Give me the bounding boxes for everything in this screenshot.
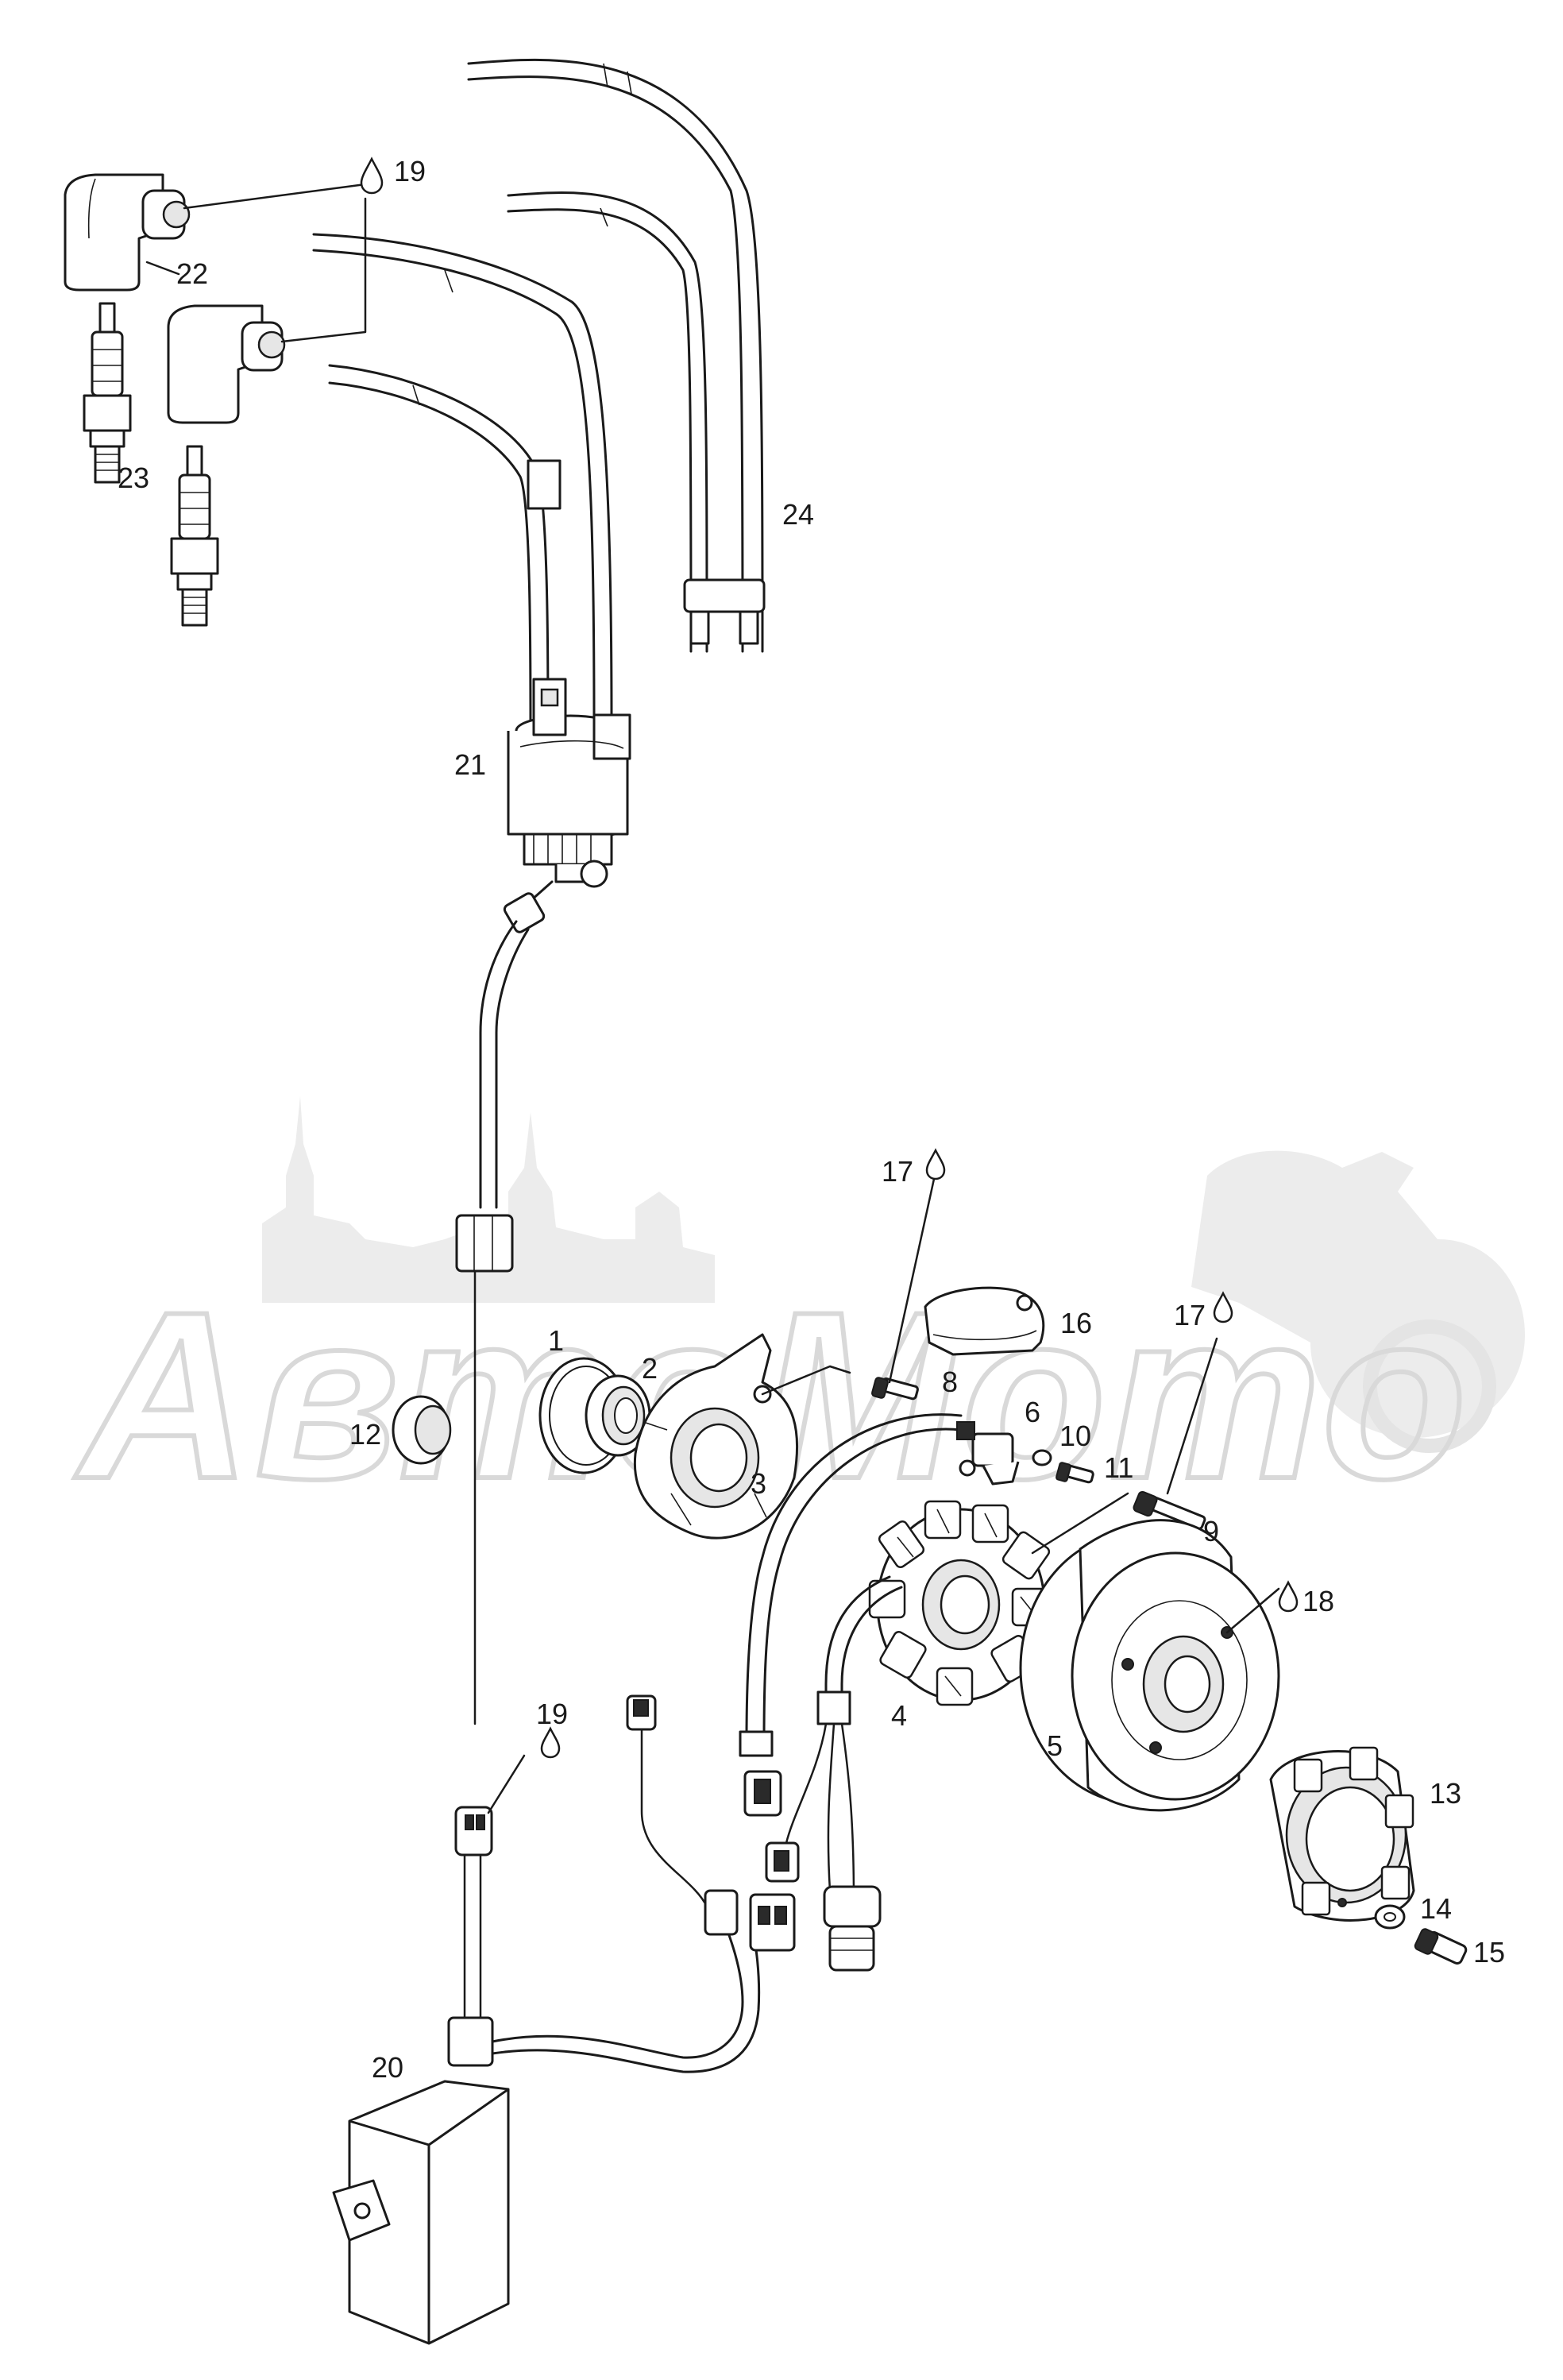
callout-12: 12 [349, 1418, 381, 1451]
washer-14 [1374, 1904, 1406, 1930]
spark-plug-cap-22b [167, 304, 286, 424]
watermark-motorcycle [1191, 1150, 1525, 1438]
callout-13: 13 [1430, 1777, 1461, 1810]
spark-plug-cap-22a [64, 173, 191, 292]
leader-17b [1166, 1337, 1218, 1495]
leader-19a-1 [183, 183, 367, 210]
ignition-coil-21 [503, 459, 631, 933]
drop-icon [925, 1148, 946, 1180]
callout-15: 15 [1473, 1936, 1505, 1969]
callout-2: 2 [642, 1352, 658, 1385]
ht-lead-24 [467, 58, 766, 653]
callout-16: 16 [1060, 1307, 1092, 1339]
callout-20: 20 [372, 2051, 403, 2084]
callout-24: 24 [782, 498, 814, 531]
spark-plug-23b [170, 445, 219, 627]
callout-4: 4 [891, 1699, 907, 1732]
screw-11 [1056, 1462, 1094, 1484]
grommet-12 [392, 1395, 452, 1465]
spark-plug-23a [83, 302, 132, 484]
callout-5: 5 [1047, 1729, 1063, 1762]
stator-harness [765, 1575, 903, 1972]
cover-16 [924, 1286, 1045, 1356]
drop-icon [360, 156, 384, 195]
callout-11: 11 [1104, 1451, 1133, 1484]
coil-wire [455, 920, 530, 1725]
leader-22 [145, 261, 180, 276]
coil-leads [312, 233, 613, 732]
callout-19b: 19 [536, 1698, 568, 1730]
watermark: АвтоМото [70, 1096, 1525, 1531]
cdi-unit-20 [332, 2080, 510, 2345]
drop-icon [540, 1726, 561, 1759]
callout-19: 19 [394, 155, 426, 187]
seal-2 [585, 1374, 651, 1457]
stator-4 [868, 1492, 1129, 1706]
leader-17a [888, 1170, 937, 1384]
callout-17b: 17 [1174, 1299, 1206, 1331]
callout-1: 1 [548, 1324, 564, 1357]
callout-22: 22 [176, 257, 208, 290]
callout-14: 14 [1420, 1892, 1452, 1925]
callout-8: 8 [942, 1366, 958, 1398]
drop-icon [1278, 1580, 1299, 1613]
cdi-harness [447, 1694, 796, 2073]
bolt-9 [1133, 1490, 1206, 1530]
rotor-13 [1269, 1746, 1415, 1922]
callout-9: 9 [1203, 1515, 1219, 1547]
screw-15 [1414, 1928, 1468, 1965]
flywheel-5 [1019, 1519, 1280, 1812]
callout-10: 10 [1059, 1420, 1091, 1452]
watermark-castle [262, 1096, 715, 1303]
screw-8 [871, 1377, 919, 1401]
callout-23: 23 [118, 462, 149, 494]
washer-10 [1032, 1449, 1052, 1466]
callout-3: 3 [751, 1467, 766, 1500]
callout-17a: 17 [882, 1155, 913, 1188]
leader-19b [487, 1754, 526, 1814]
watermark-wheel [1363, 1319, 1496, 1453]
callout-6: 6 [1025, 1396, 1040, 1428]
pickup-6 [739, 1413, 1020, 1817]
stator-plate-3 [633, 1333, 851, 1540]
callout-18: 18 [1302, 1585, 1334, 1617]
callout-21: 21 [454, 748, 486, 781]
leader-19a-2 [280, 197, 367, 343]
drop-icon [1213, 1291, 1233, 1323]
